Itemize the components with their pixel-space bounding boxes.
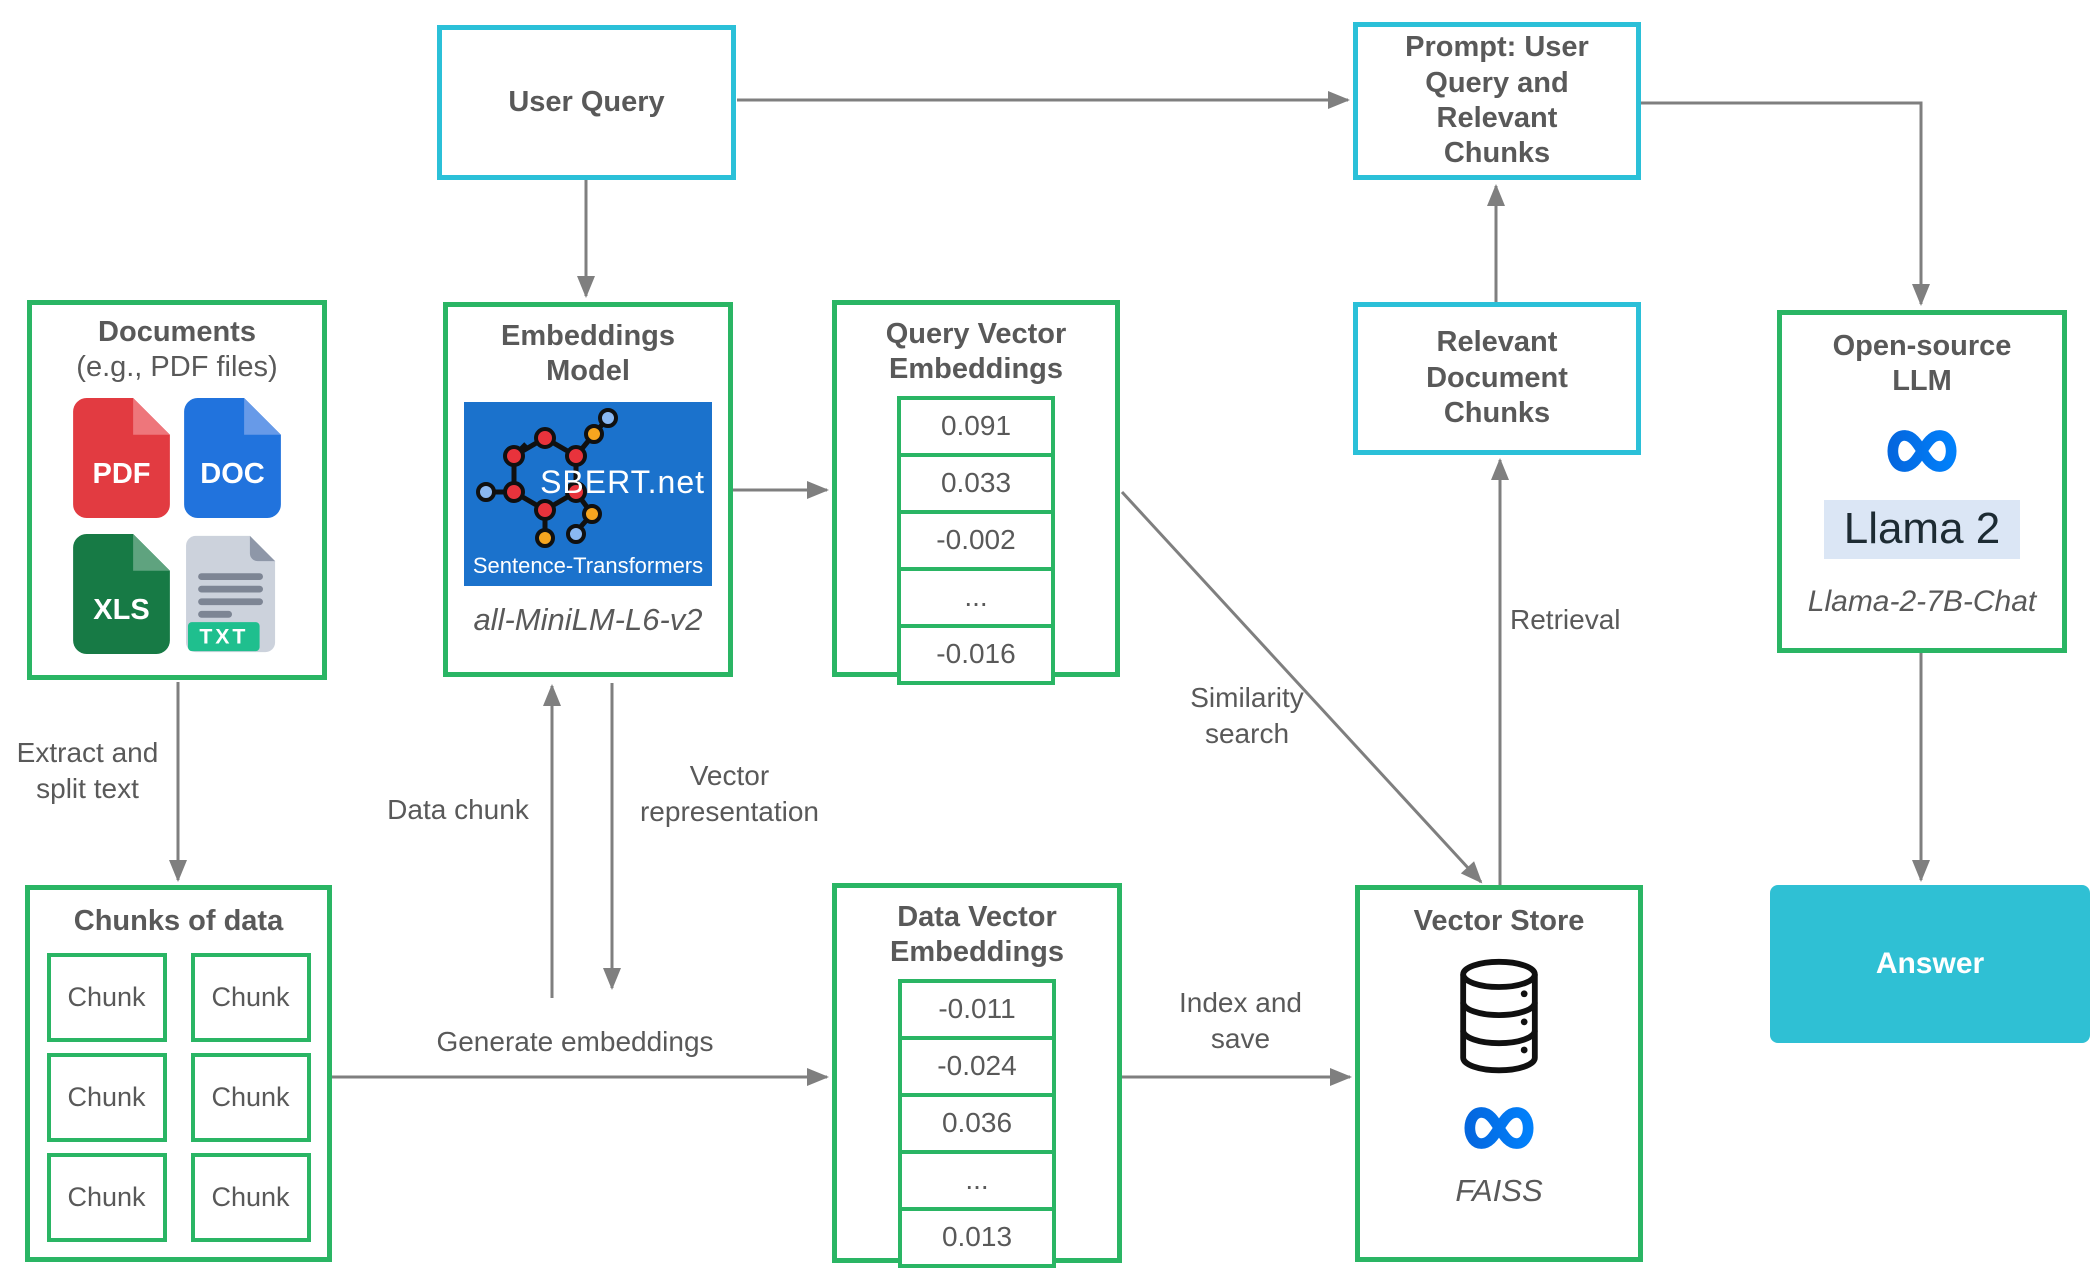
chunk-cell: Chunk: [46, 1153, 167, 1243]
vector-cell: -0.002: [897, 509, 1055, 571]
llm-title: Open-source LLM: [1832, 330, 2012, 398]
data-vector-cells: -0.011 -0.024 0.036 ... 0.013: [898, 978, 1056, 1268]
embeddings-model-name: all-MiniLM-L6-v2: [473, 601, 703, 637]
data-vector-title: Data Vector Embeddings: [889, 901, 1064, 969]
chunk-cell: Chunk: [46, 1053, 167, 1143]
query-vector-title: Query Vector Embeddings: [885, 318, 1067, 386]
similarity-search-label: Similarity search: [1190, 682, 1304, 749]
data-chunk-label: Data chunk: [387, 794, 529, 825]
relevant-chunks-label: Relevant Document Chunks: [1426, 326, 1568, 430]
answer-label: Answer: [1875, 947, 1985, 980]
vector-cell: -0.011: [898, 978, 1056, 1040]
txt-label: TXT: [199, 624, 248, 648]
meta-logo-icon: [1464, 1107, 1534, 1150]
vector-cell: 0.033: [897, 452, 1055, 514]
file-icons-grid: PDF DOC XLS TXT: [73, 397, 281, 654]
query-vector-box: Query Vector Embeddings 0.091 0.033 -0.0…: [832, 300, 1120, 685]
vector-store-title: Vector Store: [1413, 905, 1585, 937]
doc-file-icon: DOC: [184, 397, 281, 518]
query-vector-cells: 0.091 0.033 -0.002 ... -0.016: [897, 395, 1055, 685]
data-vector-box: Data Vector Embeddings -0.011 -0.024 0.0…: [832, 883, 1122, 1268]
database-icon: [1460, 959, 1538, 1074]
chunk-cell: Chunk: [46, 953, 167, 1043]
prompt-label: Prompt: User Query and Relevant Chunks: [1405, 31, 1589, 170]
chunk-cell: Chunk: [190, 953, 311, 1043]
vector-cell: 0.036: [898, 1092, 1056, 1154]
sbert-net-label: SBERT.net: [540, 463, 705, 500]
vector-representation-label: Vector representation: [639, 760, 819, 827]
user-query-label: User Query: [508, 85, 665, 118]
embeddings-model-title: Embeddings Model: [500, 320, 675, 388]
sentence-transformers-label: Sentence-Transformers: [472, 552, 704, 578]
vector-cell: 0.013: [898, 1206, 1056, 1268]
pdf-file-icon: PDF: [73, 397, 170, 518]
retrieval-label: Retrieval: [1510, 604, 1621, 635]
chunk-cell: Chunk: [190, 1153, 311, 1243]
doc-label: DOC: [200, 458, 265, 490]
vector-cell: -0.024: [898, 1035, 1056, 1097]
txt-file-icon: TXT: [186, 535, 276, 652]
chunks-grid: Chunk Chunk Chunk Chunk Chunk Chunk: [46, 953, 311, 1243]
llm-model-name: Llama-2-7B-Chat: [1807, 584, 2037, 618]
vector-store-box: Vector Store FAISS: [1355, 885, 1643, 1262]
vector-cell: 0.091: [897, 395, 1055, 457]
chunk-cell: Chunk: [190, 1053, 311, 1143]
vector-store-engine: FAISS: [1455, 1173, 1543, 1209]
edge-queryvec-to-vectorstore-similarity: [1120, 490, 1483, 884]
index-save-label: Index and save: [1179, 987, 1302, 1054]
prompt-box: Prompt: User Query and Relevant Chunks: [1353, 22, 1641, 180]
relevant-chunks-box: Relevant Document Chunks: [1353, 302, 1641, 455]
edge-prompt-to-llm: [1641, 101, 1930, 306]
molecule-icon: [476, 407, 618, 548]
documents-title: Documents: [98, 316, 256, 348]
pdf-label: PDF: [92, 458, 150, 490]
chunks-box: Chunks of data Chunk Chunk Chunk Chunk C…: [25, 885, 332, 1262]
vector-cell: ...: [897, 566, 1055, 628]
generate-embeddings-label: Generate embeddings: [436, 1026, 714, 1057]
xls-label: XLS: [93, 594, 149, 626]
llm-box: Open-source LLM Llama 2 Llama-2-7B-Chat: [1777, 310, 2067, 653]
xls-file-icon: XLS: [73, 533, 170, 654]
vector-cell: -0.016: [897, 623, 1055, 685]
embeddings-model-box: Embeddings Model: [443, 302, 733, 677]
extract-split-label: Extract and split text: [16, 737, 159, 804]
user-query-box: User Query: [437, 25, 736, 180]
llama2-badge: Llama 2: [1823, 499, 2021, 559]
meta-logo-icon: [1887, 429, 1957, 472]
documents-subtitle: (e.g., PDF files): [76, 351, 278, 384]
sbert-logo: SBERT.net Sentence-Transformers: [464, 401, 712, 586]
chunks-title: Chunks of data: [73, 905, 284, 937]
answer-box: Answer: [1770, 885, 2090, 1043]
vector-cell: ...: [898, 1149, 1056, 1211]
documents-box: Documents (e.g., PDF files) PDF DOC XLS: [27, 300, 327, 680]
